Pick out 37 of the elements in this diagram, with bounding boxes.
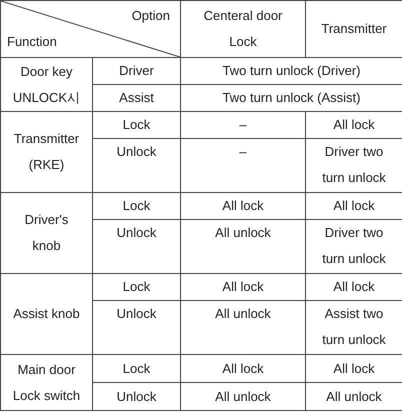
result-text: All lock: [222, 279, 264, 294]
function-name: Assist knob: [13, 306, 80, 321]
result-text: –: [239, 117, 247, 132]
column-header: Option: [132, 7, 170, 25]
result-text: All lock: [333, 198, 375, 213]
option-name: Lock: [122, 279, 150, 294]
option-name: Unlock: [116, 306, 156, 321]
result-text: –: [239, 144, 247, 159]
result-text: All unlock: [215, 306, 271, 321]
result-text: All lock: [222, 360, 264, 376]
result-text: Assist two turn unlock: [322, 306, 386, 347]
option-name: Lock: [122, 360, 150, 376]
option-name: Assist: [119, 90, 154, 105]
column-header: Transmitter: [321, 21, 387, 36]
result-text: All unlock: [326, 388, 382, 404]
result-text: All lock: [333, 279, 375, 294]
option-name: Driver: [119, 63, 154, 78]
result-text: All lock: [333, 360, 375, 376]
result-text: Two turn unlock (Driver): [222, 63, 360, 78]
result-text: All unlock: [215, 388, 271, 404]
option-name: Unlock: [116, 388, 156, 404]
function-name: Driver's knob: [24, 212, 68, 253]
result-text: Driver two turn unlock: [322, 144, 386, 185]
function-name: Main door Lock switch: [12, 362, 80, 402]
result-text: All lock: [333, 117, 375, 132]
result-text: Two turn unlock (Assist): [222, 90, 360, 105]
option-name: Lock: [122, 198, 150, 213]
column-header: Centeral door Lock: [204, 8, 282, 49]
function-name: Transmitter (RKE): [14, 131, 80, 172]
result-text: All unlock: [215, 225, 271, 240]
option-name: Unlock: [116, 225, 156, 240]
option-name: Unlock: [116, 144, 156, 159]
result-text: All lock: [222, 198, 264, 213]
function-name: Door key UNLOCK시: [12, 64, 80, 104]
option-name: Lock: [122, 117, 150, 132]
result-text: Driver two turn unlock: [322, 225, 386, 266]
row-header: Function: [7, 33, 57, 51]
